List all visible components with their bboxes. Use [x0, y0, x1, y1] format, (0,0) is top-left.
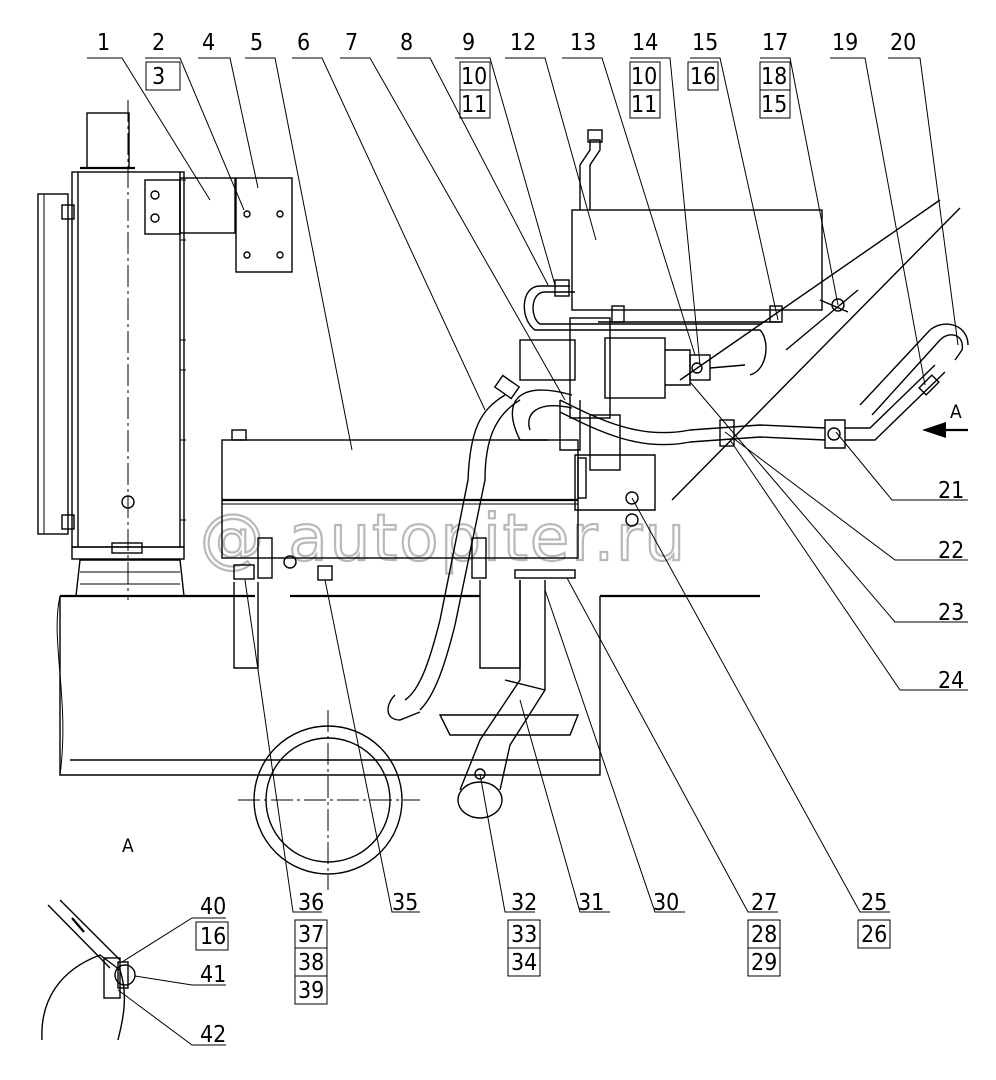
right-callouts: 21 22 23 24 — [938, 478, 964, 694]
callout-30: 30 — [653, 890, 679, 916]
leader-lines — [87, 57, 968, 1046]
callout-17: 17 — [762, 30, 788, 56]
callout-39: 39 — [298, 978, 324, 1004]
callout-34: 34 — [511, 950, 537, 976]
callout-5: 5 — [250, 30, 263, 56]
callout-16a: 16 — [690, 64, 716, 90]
callout-25: 25 — [861, 890, 887, 916]
view-arrow-a — [922, 422, 968, 438]
watermark: @ autopiter.ru — [200, 502, 687, 576]
callout-42: 42 — [200, 1022, 226, 1048]
callout-11a: 11 — [461, 92, 487, 118]
callout-19: 19 — [832, 30, 858, 56]
callout-7: 7 — [345, 30, 358, 56]
callout-14: 14 — [632, 30, 658, 56]
heater-assembly — [519, 317, 746, 527]
fuel-lines — [523, 199, 961, 501]
main-tank — [221, 429, 579, 669]
callout-24: 24 — [938, 668, 964, 694]
callout-15b: 15 — [761, 92, 787, 118]
upper-tank — [571, 129, 823, 323]
detail-callouts: 40 16 41 42 — [200, 894, 226, 1048]
callout-27: 27 — [751, 890, 777, 916]
view-arrow-label: A — [950, 401, 962, 423]
callout-1: 1 — [97, 30, 110, 56]
callout-15a: 15 — [692, 30, 718, 56]
radiator-unit — [37, 100, 186, 600]
callout-4: 4 — [202, 30, 215, 56]
intake-pipe-20 — [859, 323, 969, 416]
callout-40: 40 — [200, 894, 226, 920]
callout-29: 29 — [751, 950, 777, 976]
callout-35: 35 — [392, 890, 418, 916]
callout-18: 18 — [761, 64, 787, 90]
bottom-callouts: 25 26 27 28 29 30 31 32 33 34 35 36 37 3… — [298, 890, 887, 1004]
callout-11b: 11 — [631, 92, 657, 118]
exhaust-duct — [438, 580, 580, 819]
coolant-hoses — [387, 364, 946, 721]
callout-32: 32 — [511, 890, 537, 916]
callout-2: 2 — [152, 30, 165, 56]
callout-6: 6 — [297, 30, 310, 56]
callout-23: 23 — [938, 600, 964, 626]
top-callouts: 1 2 3 4 5 6 7 8 9 10 11 12 13 14 10 11 1… — [97, 30, 916, 118]
detail-view-a — [41, 899, 136, 1041]
callout-13: 13 — [570, 30, 596, 56]
callout-26: 26 — [861, 922, 887, 948]
callout-37: 37 — [298, 922, 324, 948]
callout-33: 33 — [511, 922, 537, 948]
callout-38: 38 — [298, 950, 324, 976]
callout-16c: 16 — [200, 924, 226, 950]
callout-9: 9 — [462, 30, 475, 56]
callout-12: 12 — [510, 30, 536, 56]
wheel — [238, 710, 420, 890]
callout-10a: 10 — [461, 64, 487, 90]
callout-20: 20 — [890, 30, 916, 56]
callout-10b: 10 — [631, 64, 657, 90]
callout-31: 31 — [578, 890, 604, 916]
callout-8: 8 — [400, 30, 413, 56]
callout-41: 41 — [200, 962, 226, 988]
label-boxes — [145, 61, 891, 1005]
frame-rail — [56, 594, 760, 776]
view-a-label: A — [122, 835, 134, 857]
callout-21: 21 — [938, 478, 964, 504]
callout-36: 36 — [298, 890, 324, 916]
callout-22: 22 — [938, 538, 964, 564]
mount-brackets — [144, 177, 293, 273]
callout-3: 3 — [152, 64, 165, 90]
callout-28: 28 — [751, 922, 777, 948]
